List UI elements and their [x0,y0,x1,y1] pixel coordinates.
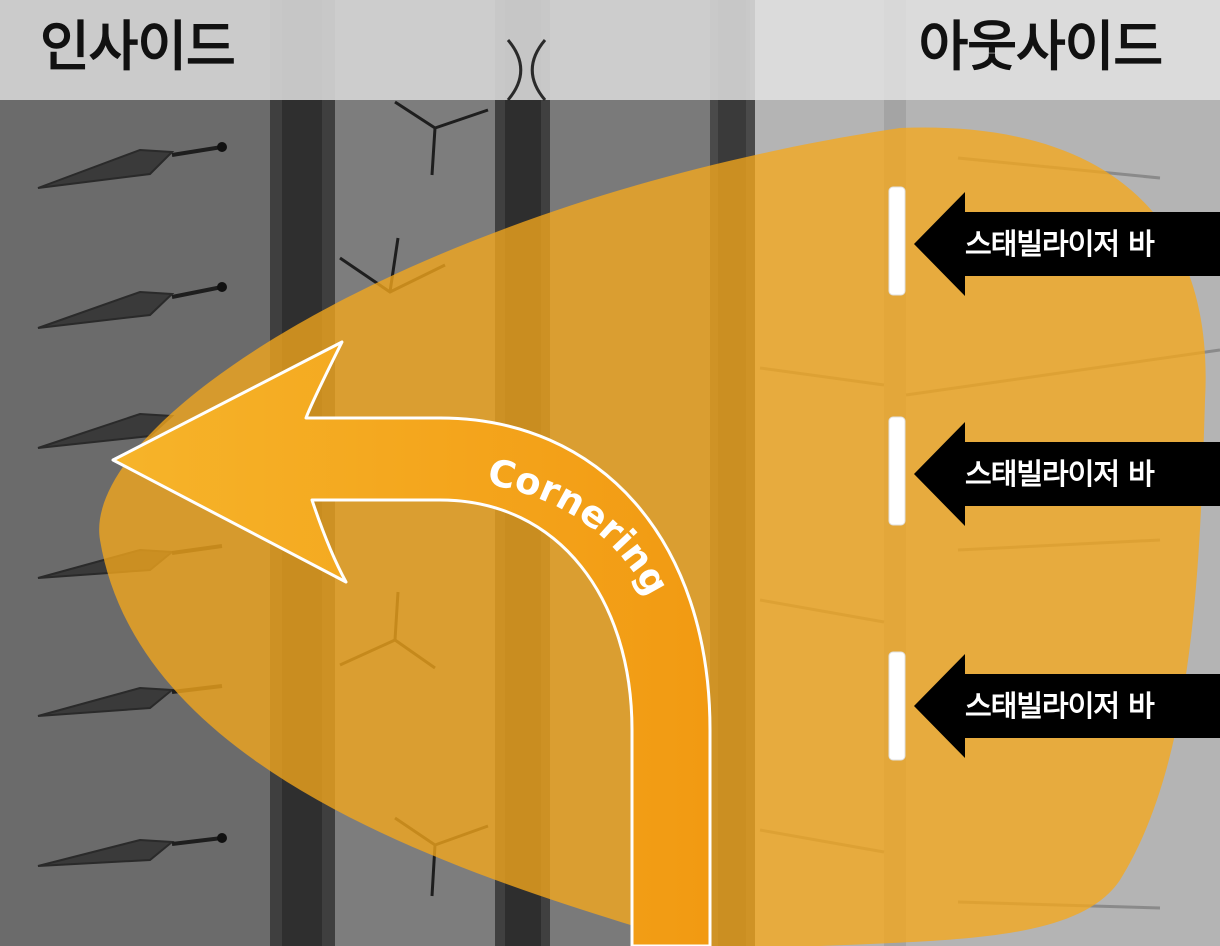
tread-groove-icon [37,142,227,867]
inside-label: 인사이드 [40,15,236,78]
stabilizer-label: 스태빌라이저 바 [965,457,1155,491]
stabilizer-bar-icon [888,186,906,761]
header-band [0,0,1220,101]
stabilizer-label: 스태빌라이저 바 [965,227,1155,261]
cornering-arrow-icon [111,340,712,946]
outside-label: 아웃사이드 [918,15,1163,78]
stabilizer-label: 스태빌라이저 바 [965,689,1155,723]
callout-arrow-icon [914,192,1220,758]
